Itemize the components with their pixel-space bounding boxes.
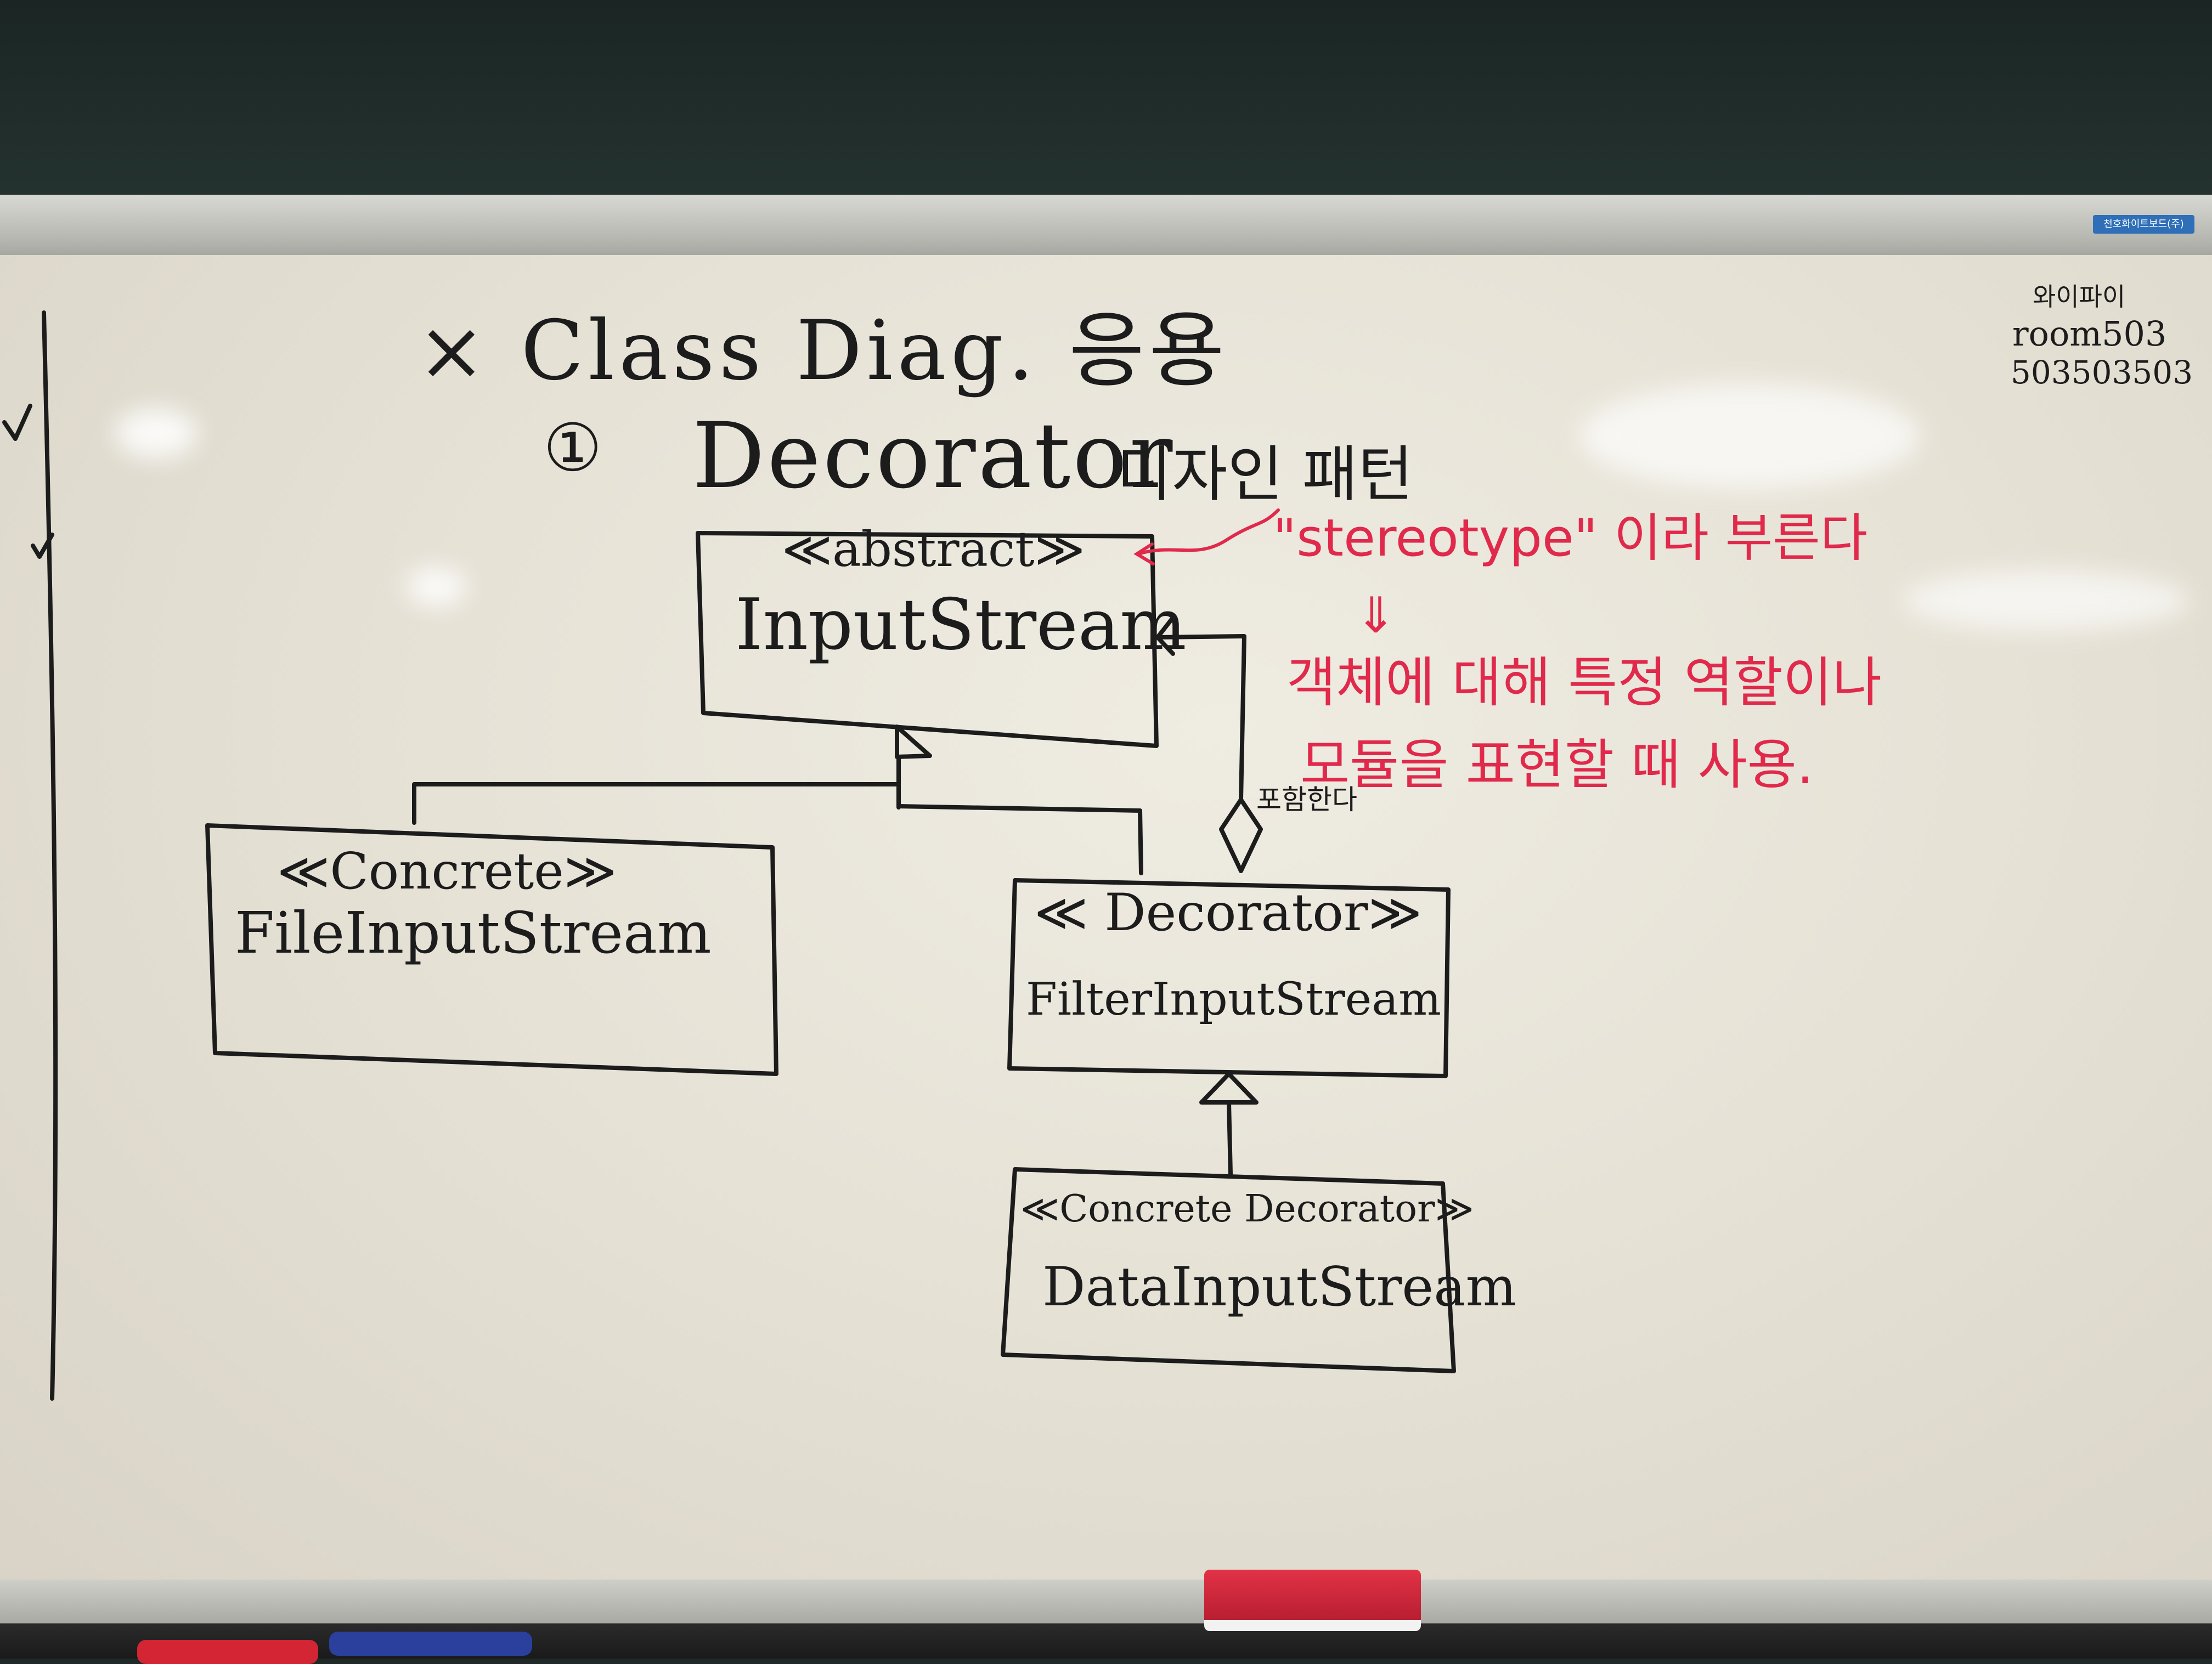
aggregation-line: [1156, 634, 1246, 802]
light-glare: [115, 409, 198, 458]
datainputstream-name: DataInputStream: [1042, 1256, 1517, 1318]
datainputstream-box-outline: [1001, 1167, 1456, 1373]
light-glare: [1580, 384, 1920, 488]
section-number: ①: [543, 410, 602, 486]
check-mark: [2, 404, 32, 441]
stereotype-pointer-arrow: [1137, 508, 1280, 556]
explanation-line-2: 모듈을 표현할 때 사용.: [1300, 734, 1814, 796]
light-glare: [406, 568, 466, 606]
filterinputstream-name: FilterInputStream: [1026, 974, 1441, 1026]
inputstream-name: InputStream: [735, 584, 1187, 666]
filterinputstream-box-outline: [1007, 878, 1451, 1078]
fileinputstream-box-outline: [205, 823, 778, 1076]
section-title-en: Decorator: [692, 403, 1175, 508]
section-title-ko: 디자인 패턴: [1116, 439, 1413, 510]
explanation-line-1: 객체에 대해 특정 역할이나: [1286, 652, 1882, 714]
generalization-triangle-2: [1199, 1072, 1259, 1105]
wifi-password: 503503503: [2011, 354, 2193, 391]
page-heading: × Class Diag. 응용: [417, 303, 1229, 399]
wifi-ssid: room503: [2012, 314, 2167, 354]
chalkboard-background: [0, 0, 2212, 203]
whiteboard-top-frame: [0, 195, 2212, 266]
check-mark: [31, 533, 54, 559]
red-marker[interactable]: [137, 1640, 318, 1664]
inputstream-box-outline: [696, 531, 1159, 748]
brand-sticker: 천호화이트보드(주): [2093, 215, 2194, 234]
aggregation-arrowhead: [1155, 618, 1175, 656]
inputstream-stereotype: ≪abstract≫: [782, 521, 1085, 578]
datainputstream-stereotype: ≪Concrete Decorator≫: [1020, 1187, 1474, 1231]
down-arrow-mark: ⇓: [1355, 587, 1397, 644]
blue-marker[interactable]: [329, 1632, 532, 1656]
light-glare: [1904, 570, 2189, 631]
connector-right: [896, 804, 1143, 875]
whiteboard-eraser[interactable]: [1204, 1570, 1421, 1631]
whiteboard-surface: [0, 255, 2212, 1610]
fileinputstream-name: FileInputStream: [235, 899, 712, 966]
generalization-triangle: [895, 725, 932, 759]
aggregation-label: 포함한다: [1256, 784, 1357, 816]
stereotype-note: "stereotype" 이라 부른다: [1273, 508, 1868, 568]
wifi-label: 와이파이: [2033, 282, 2126, 312]
aggregation-diamond: [1219, 797, 1263, 873]
brand-sticker-text: 천호화이트보드(주): [2103, 218, 2184, 230]
filterinputstream-stereotype: ≪ Decorator≫: [1034, 883, 1423, 943]
connector-left: [412, 782, 901, 825]
stereotype-pointer-arrowhead: [1133, 542, 1155, 565]
margin-line: [42, 310, 58, 1401]
fileinputstream-stereotype: ≪Concrete≫: [277, 842, 617, 901]
generalization-stem-2: [1227, 1100, 1233, 1176]
